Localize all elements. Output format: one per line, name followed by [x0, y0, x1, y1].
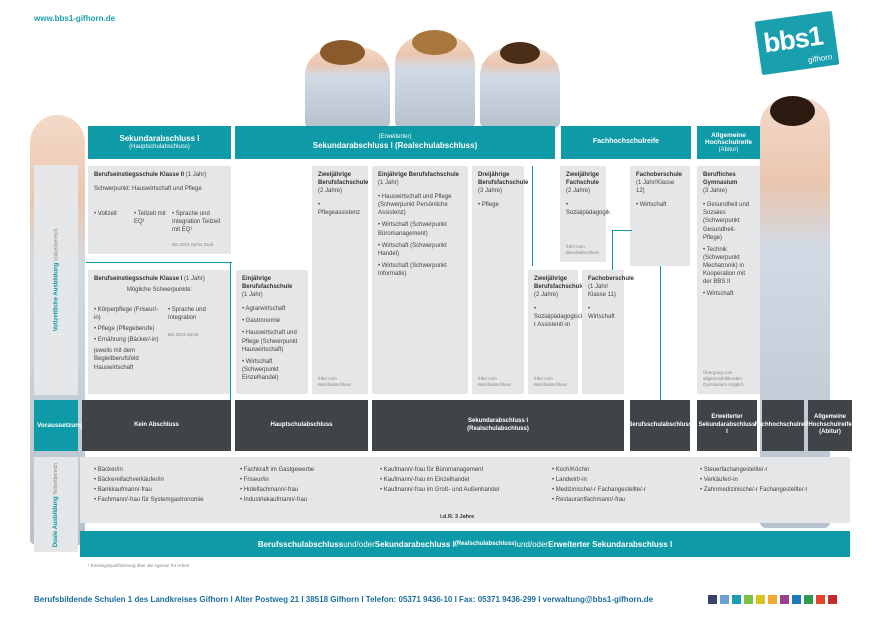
dual-list-3: • Kaufmann/-frau für Büromanagement• Kau…	[380, 467, 500, 493]
box-einjaehrige-berufsfachschule-2: Einjährige Berufsfachschule (1 Jahr) • H…	[372, 166, 468, 394]
prereq-berufsschulabschluss: Berufsschulabschluss	[628, 400, 692, 451]
header-hauptschulabschluss: Sekundarabschluss I (Hauptschulabschluss…	[88, 126, 231, 159]
prereq-hauptschulabschluss: Hauptschulabschluss	[235, 400, 368, 451]
final-qualification-bar: Berufsschulabschluss und/oder Sekundarab…	[80, 531, 850, 557]
duration-note: i.d.R. 3 Jahre	[440, 514, 475, 520]
connector-line	[612, 230, 613, 270]
label-dual-text: Duale Ausbildung Teilzeitbereich	[53, 462, 60, 547]
connector-line	[532, 166, 533, 266]
header-main: Sekundarabschluss I	[119, 134, 200, 144]
color-swatch	[816, 595, 825, 604]
box-berufliches-gymnasium: Berufliches Gymnasium (3 Jahre) • Gesund…	[697, 166, 760, 394]
header-pre: (Erweiterter)	[378, 134, 412, 141]
color-swatch	[744, 595, 753, 604]
connector-line	[86, 262, 232, 263]
prerequisite-label: Voraussetzung:	[34, 400, 85, 451]
dual-list-1: • Bäcker/in• Bäckereifachverkäufer/in• B…	[94, 467, 204, 503]
hair-shape	[500, 42, 540, 64]
prereq-realschulabschluss: Sekundarabschluss I (Realschulabschluss)	[372, 400, 624, 451]
header-sub: (Abitur)	[718, 146, 739, 153]
box-zweijaehrige-berufsfachschule-sozial: Zweijährige Berufsfachschule (2 Jahre) •…	[528, 270, 591, 394]
box-berufseinstiegsschule-1: Berufseinstiegsschule Klasse I (1 Jahr) …	[88, 270, 231, 394]
footnote: ¹ Einstiegsqualifizierung über die Agent…	[88, 563, 190, 568]
connector-line	[612, 230, 632, 231]
connector-line	[230, 262, 231, 400]
dual-list-2: • Fachkraft im Gastgewerbe• Friseur/in• …	[240, 467, 315, 503]
student-photo-right	[760, 98, 830, 528]
header-hochschulreife: Allgemeine Hochschulreife (Abitur)	[697, 126, 760, 159]
header-main: Allgemeine Hochschulreife	[705, 131, 752, 147]
color-swatch	[768, 595, 777, 604]
prereq-erweiterter-sek: Erweiterter Sekundarabschluss I	[697, 400, 757, 451]
box-einjaehrige-berufsfachschule-1: Einjährige Berufsfachschule (1 Jahr) • A…	[236, 270, 308, 394]
header-fachhochschulreife: Fachhochschulreife	[561, 126, 691, 159]
dual-training-area: • Bäcker/in• Bäckereifachverkäufer/in• B…	[80, 457, 850, 523]
hair-shape	[412, 30, 457, 55]
hair-shape	[320, 40, 365, 65]
connector-line	[660, 266, 661, 400]
color-swatch	[804, 595, 813, 604]
header-realschulabschluss: (Erweiterter) Sekundarabschluss I (Reals…	[235, 126, 555, 159]
color-swatch	[780, 595, 789, 604]
color-swatch	[792, 595, 801, 604]
logo-subtext: gifhorn	[807, 52, 833, 65]
color-swatch	[708, 595, 717, 604]
box-zweijaehrige-berufsfachschule-pflege: Zweijährige Berufsfachschule (2 Jahre) •…	[312, 166, 368, 394]
prereq-abitur: Allgemeine Hochschulreife (Abitur)	[808, 400, 852, 451]
hair-shape	[770, 96, 815, 126]
website-url[interactable]: www.bbs1-gifhorn.de	[34, 14, 116, 23]
box-dreijaehrige-berufsfachschule: Dreijährige Berufsfachschule (3 Jahre) •…	[472, 166, 528, 394]
label-vollzeit-text: Vollzeitliche Ausbildung Vollzeitbereich	[53, 228, 59, 332]
school-address: Berufsbildende Schulen 1 des Landkreises…	[34, 595, 654, 604]
header-main: Fachhochschulreife	[592, 138, 660, 146]
prereq-fachhochschulreife: Fachhochschulreife	[755, 400, 811, 451]
prereq-kein-abschluss: Kein Abschluss	[82, 400, 231, 451]
box-fachoberschule-12: Fachoberschule (1 Jahr/Klasse 12) • Wirt…	[630, 166, 690, 266]
color-swatch	[732, 595, 741, 604]
dual-list-5: • Steuerfachangestellte/-r• Verkäufer/-i…	[700, 467, 808, 493]
label-dual: Duale Ausbildung Teilzeitbereich	[34, 457, 78, 552]
label-vollzeit: Vollzeitliche Ausbildung Vollzeitbereich	[34, 165, 78, 395]
bbs1-logo: bbs1 gifhorn	[754, 10, 840, 76]
color-swatch	[756, 595, 765, 604]
header-sub: (Hauptschulabschluss)	[129, 143, 190, 150]
header-main: Sekundarabschluss I (Realschulabschluss)	[312, 141, 478, 151]
color-swatch	[720, 595, 729, 604]
box-berufseinstiegsschule-2: Berufseinstiegsschule Klasse II (1 Jahr)…	[88, 166, 231, 254]
dual-list-4: • Koch/Köchin• Landwirt/-in• Medizinisch…	[552, 467, 646, 503]
box-zweijaehrige-fachschule: Zweijährige Fachschule (2 Jahre) • Sozia…	[560, 166, 610, 262]
box-fachoberschule-11: Fachoberschule (1 Jahr/ Klasse 11) • Wir…	[582, 270, 634, 394]
color-swatch	[828, 595, 837, 604]
